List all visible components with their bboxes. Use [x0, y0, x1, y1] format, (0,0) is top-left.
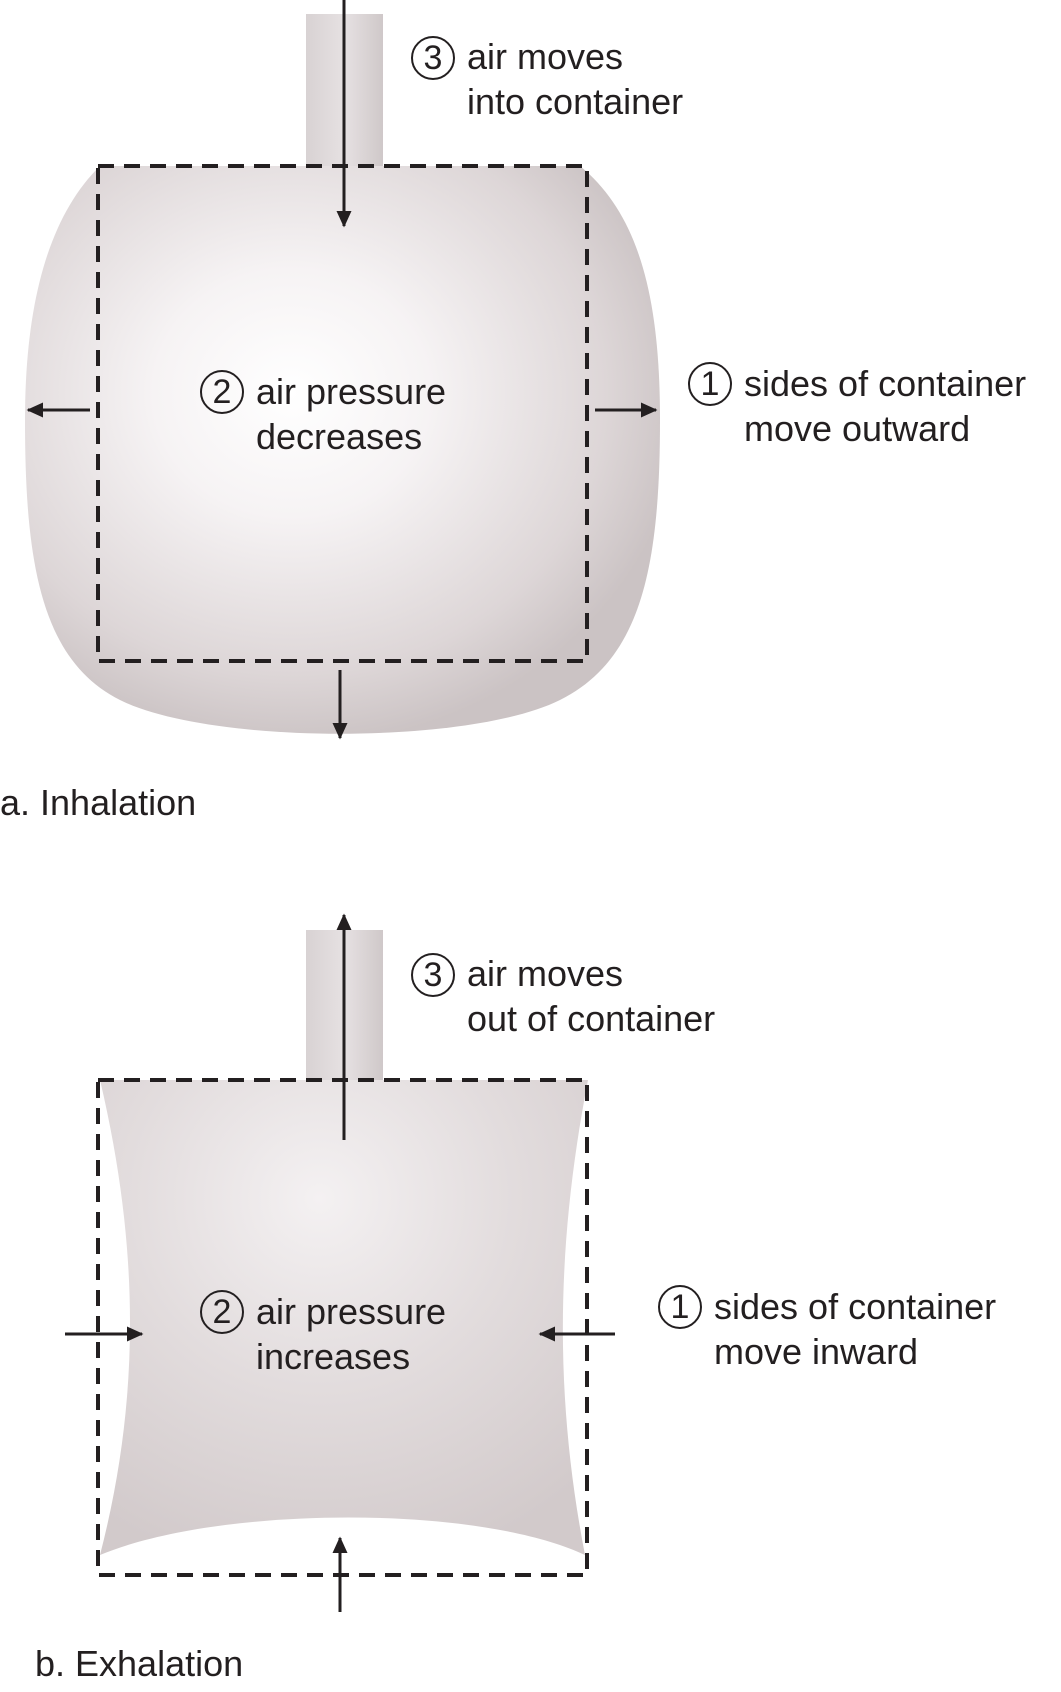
- inhalation-step3-line1: air moves: [467, 36, 624, 77]
- inhalation-step3-line2: into container: [467, 81, 684, 122]
- inhalation-panel: [25, 0, 660, 740]
- inhalation-step1-line2: move outward: [744, 408, 971, 449]
- inhalation-step2-line1: air pressure: [256, 371, 447, 412]
- exhalation-step3-line2: out of container: [467, 998, 716, 1039]
- inhalation-step3-number: 3: [411, 36, 455, 80]
- exhalation-step3-number: 3: [411, 953, 455, 997]
- inhalation-step2-number: 2: [200, 370, 244, 414]
- exhalation-step2-number: 2: [200, 1290, 244, 1334]
- inhalation-step1-line1: sides of container: [744, 363, 1027, 404]
- exhalation-step1-line2: move inward: [714, 1331, 919, 1372]
- exhalation-step1-number: 1: [658, 1285, 702, 1329]
- inhalation-container: [25, 166, 660, 734]
- inhalation-caption: a. Inhalation: [0, 782, 197, 823]
- inhalation-step1-number: 1: [688, 362, 732, 406]
- exhalation-step1-line1: sides of container: [714, 1286, 997, 1327]
- exhalation-step3-line1: air moves: [467, 953, 624, 994]
- exhalation-container: [100, 1080, 588, 1555]
- exhalation-step2-line2: increases: [256, 1336, 411, 1377]
- exhalation-caption: b. Exhalation: [35, 1643, 244, 1684]
- inhalation-step2-line2: decreases: [256, 416, 423, 457]
- exhalation-step2-line1: air pressure: [256, 1291, 447, 1332]
- exhalation-panel: [65, 913, 615, 1612]
